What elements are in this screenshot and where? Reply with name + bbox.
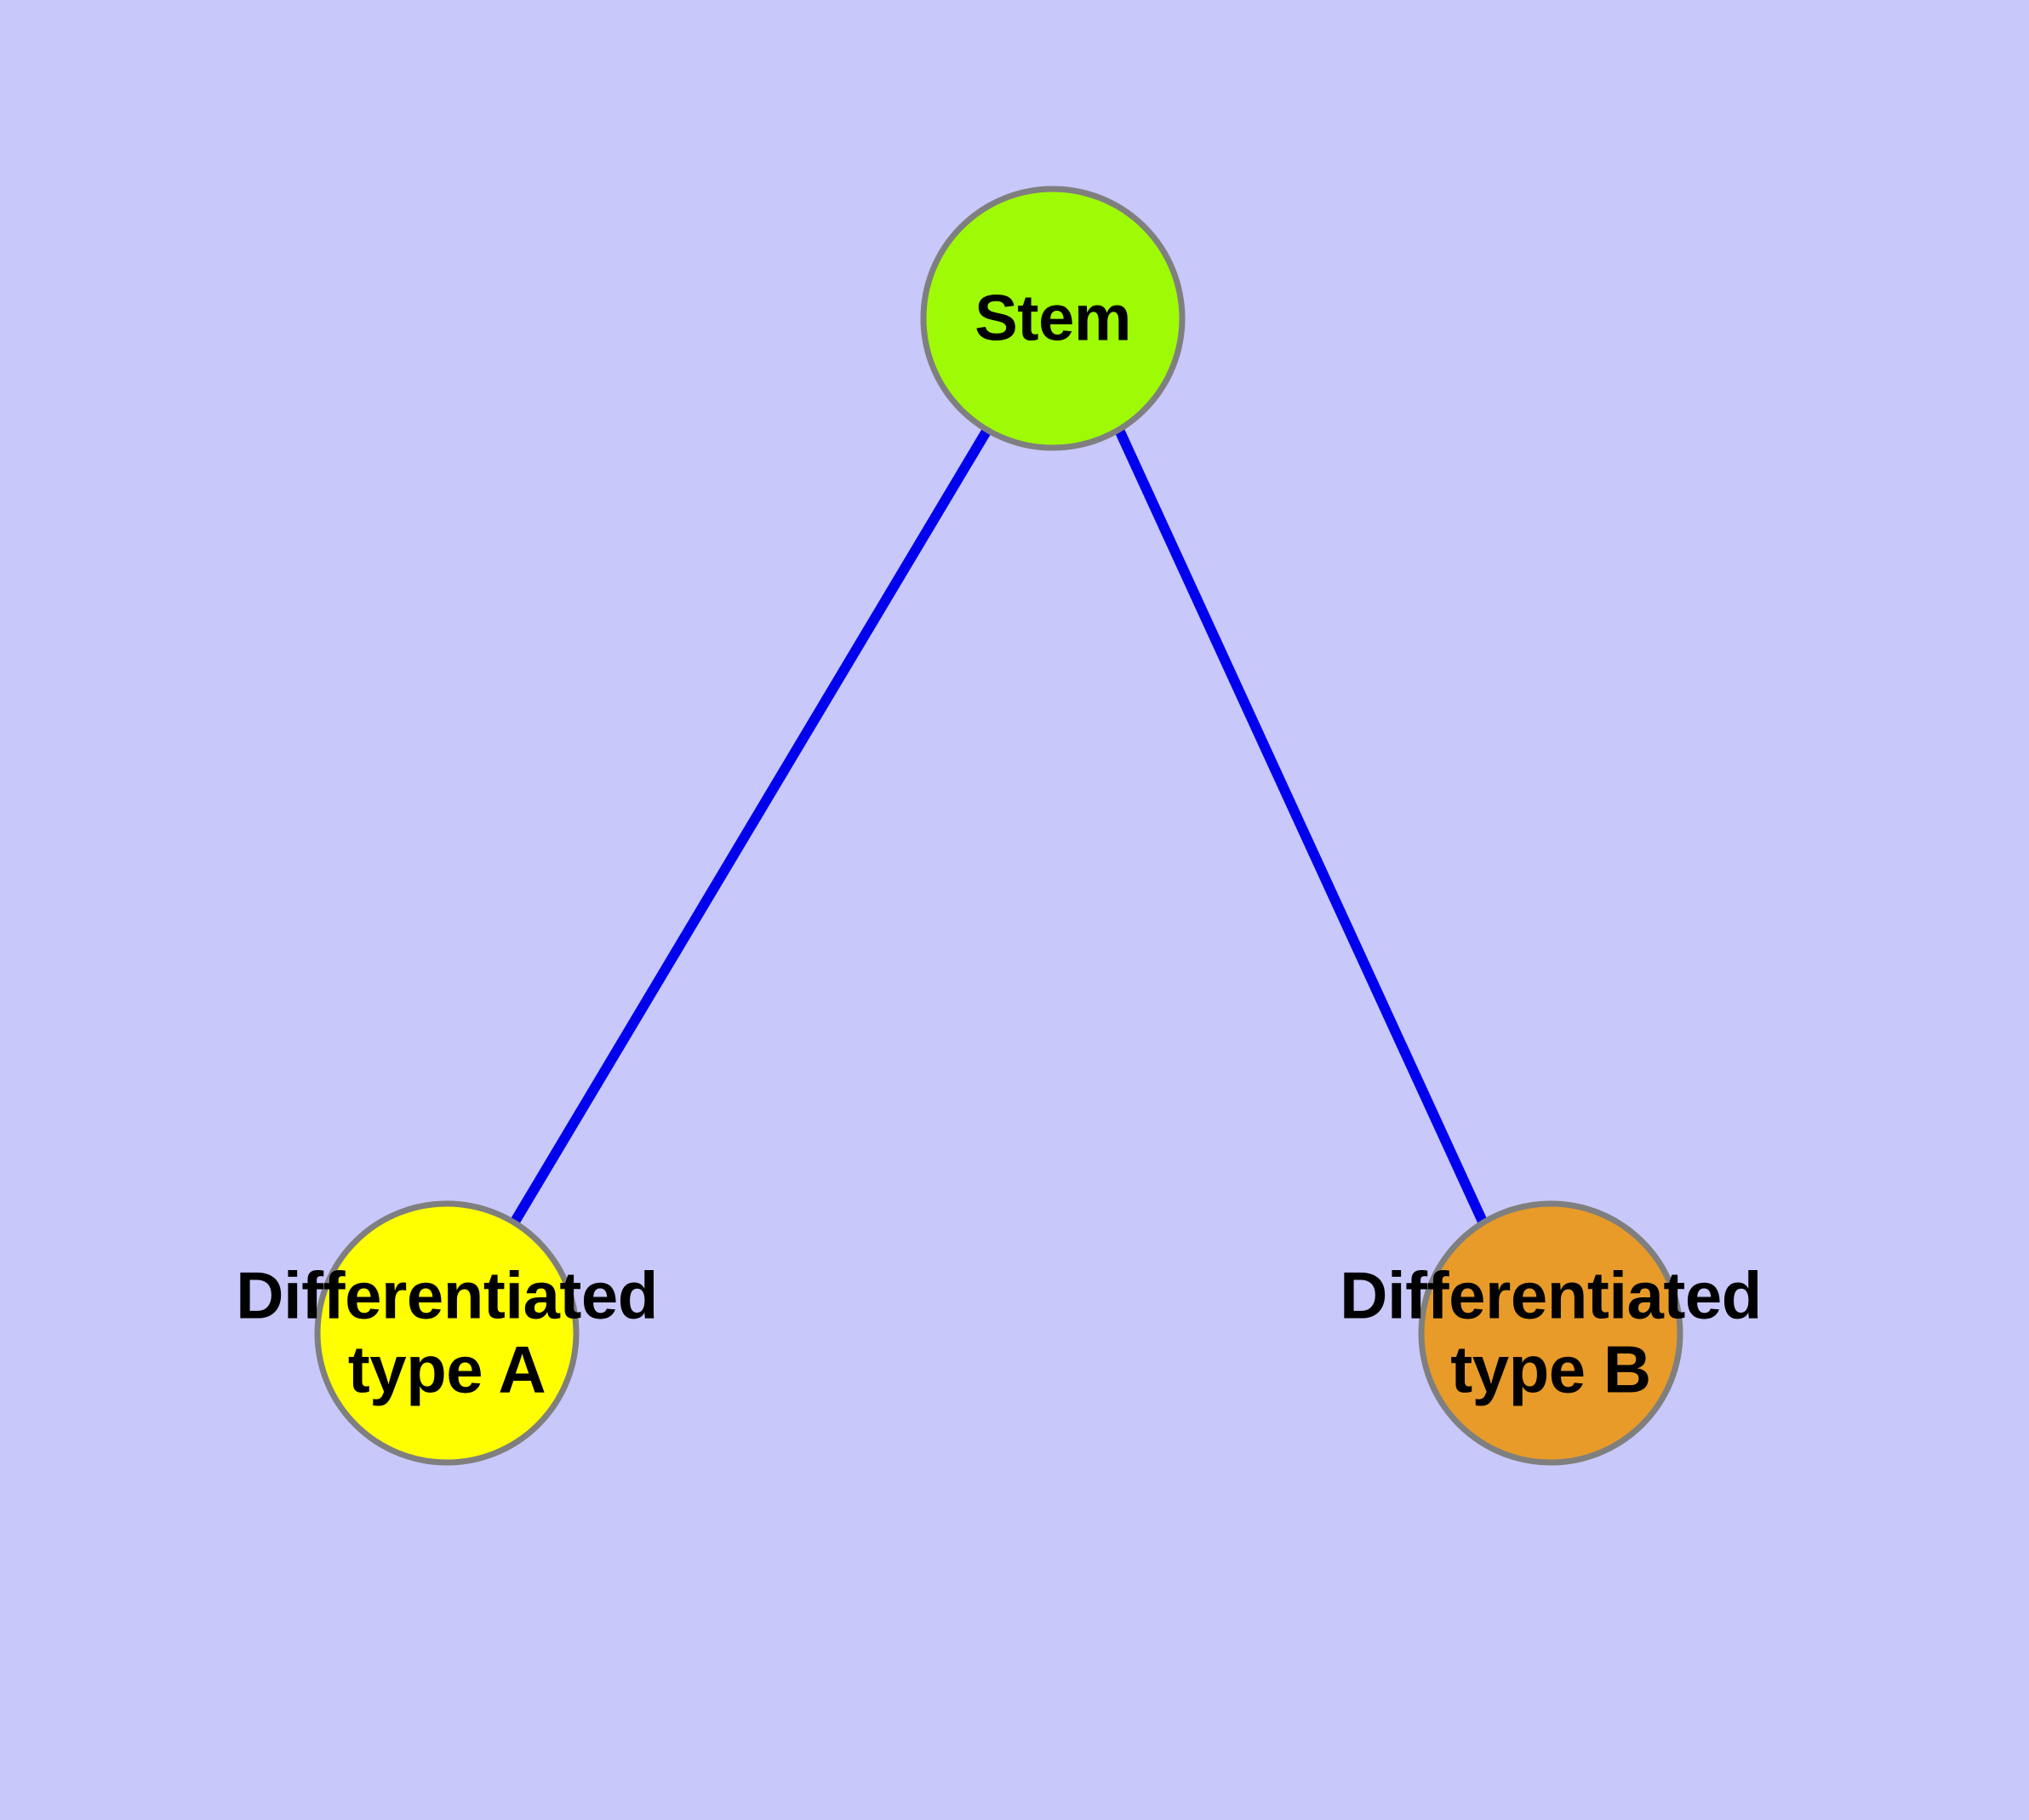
node-layer	[314, 186, 1683, 1466]
edge-layer	[510, 426, 1488, 1225]
graph-edge-stem-to-diff-b[interactable]	[1114, 427, 1488, 1224]
graph-node-stem[interactable]	[920, 186, 1186, 451]
graph-node-diff_b[interactable]	[1418, 1200, 1683, 1466]
graph-edge-stem-to-diff-a[interactable]	[510, 426, 992, 1225]
graph-node-diff_a[interactable]	[314, 1200, 580, 1466]
